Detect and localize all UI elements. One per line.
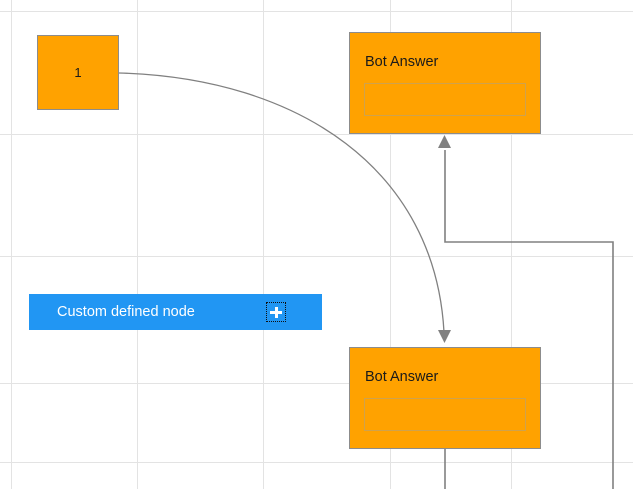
node-square-label: 1 — [74, 65, 82, 80]
gridline-vertical — [11, 0, 12, 489]
gridline-horizontal — [0, 383, 633, 384]
custom-defined-node-bar[interactable]: Custom defined node — [29, 294, 322, 330]
node-bot-answer-bottom[interactable]: Bot Answer — [349, 347, 541, 449]
gridline-vertical — [137, 0, 138, 489]
node-title: Bot Answer — [365, 369, 439, 385]
node-answer-slot[interactable] — [364, 83, 526, 116]
node-bot-answer-top[interactable]: Bot Answer — [349, 32, 541, 134]
gridline-horizontal — [0, 11, 633, 12]
node-answer-slot[interactable] — [364, 398, 526, 431]
custom-defined-node-label: Custom defined node — [57, 303, 195, 320]
gridline-horizontal — [0, 134, 633, 135]
plus-icon[interactable] — [266, 302, 286, 322]
gridline-vertical — [263, 0, 264, 489]
node-title: Bot Answer — [365, 54, 439, 70]
node-square-1[interactable]: 1 — [37, 35, 119, 110]
gridline-horizontal — [0, 256, 633, 257]
gridline-horizontal — [0, 462, 633, 463]
